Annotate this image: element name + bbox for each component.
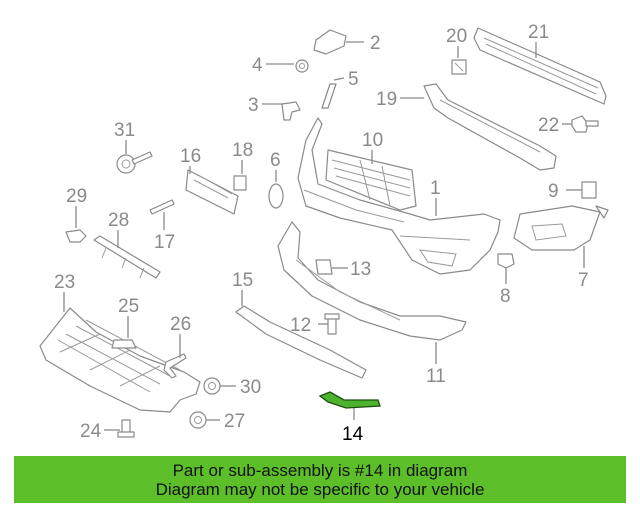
part-22-bolt [571,115,599,133]
callout-27: 27 [224,411,245,432]
part-23-splash-shield [39,307,201,413]
callout-13: 13 [350,259,371,280]
part-13-clip [315,259,333,275]
banner-line-2: Diagram may not be specific to your vehi… [155,480,485,499]
callout-9: 9 [548,181,559,202]
callout-2: 2 [370,33,381,54]
part-11-valance [277,221,467,341]
callout-10: 10 [362,130,383,151]
part-27-nut [189,411,207,429]
info-banner: Part or sub-assembly is #14 in diagram D… [14,456,626,503]
part-3-clip [281,101,301,121]
callout-22: 22 [538,115,559,136]
part-12-bolt [324,313,340,335]
callout-23: 23 [54,272,75,293]
part-28-bar [93,235,161,279]
part-10-grille [325,149,417,211]
part-7-bezel [513,205,609,251]
callout-31: 31 [114,120,135,141]
part-25-clip [111,339,137,349]
part-1-bumper-cover [297,117,501,275]
callout-3: 3 [248,95,259,116]
callout-17: 17 [154,232,175,253]
callout-29: 29 [66,186,87,207]
callout-15: 15 [232,270,253,291]
callout-labels: 21 20 2 4 5 3 19 22 10 31 16 18 6 1 9 29… [54,22,589,445]
callout-11: 11 [426,366,446,387]
part-14-highlighted [318,391,381,409]
part-16-license-bracket [185,169,239,215]
callout-14: 14 [342,424,364,445]
part-9-clip [581,181,597,199]
callout-21: 21 [528,22,549,43]
callout-20: 20 [446,26,467,47]
part-5-pin [321,83,337,109]
part-4-clip [295,59,309,73]
callout-8: 8 [500,286,511,307]
callout-16: 16 [180,146,201,167]
callout-19: 19 [376,89,397,110]
callout-24: 24 [80,421,102,442]
callout-28: 28 [108,210,129,231]
part-6-ring [268,183,284,209]
part-21-reinforcement [473,27,607,105]
callout-6: 6 [270,150,281,171]
part-26-pin [163,353,187,379]
callout-26: 26 [170,314,191,335]
part-30-nut [203,377,221,395]
banner-line-1: Part or sub-assembly is #14 in diagram [172,461,468,480]
callout-5: 5 [348,69,359,90]
part-20-clip [451,59,467,75]
part-17-screw [149,199,175,215]
part-31-ring-clip [116,151,153,174]
callout-4: 4 [252,55,263,76]
part-29-bolt [65,229,87,243]
part-24-bolt [117,419,135,438]
callout-25: 25 [118,296,139,317]
callout-7: 7 [578,270,589,291]
callout-1: 1 [430,178,441,199]
part-2-bracket [313,29,347,55]
callout-12: 12 [290,315,311,336]
part-19-bracket [423,83,557,171]
leader-lines [63,41,585,431]
parts-diagram: 21 20 2 4 5 3 19 22 10 31 16 18 6 1 9 29… [39,22,609,445]
part-8-bolt [497,253,515,269]
callout-18: 18 [232,140,253,161]
callout-30: 30 [240,377,261,398]
part-15-deflector [235,305,367,379]
part-18-clip [233,175,247,191]
